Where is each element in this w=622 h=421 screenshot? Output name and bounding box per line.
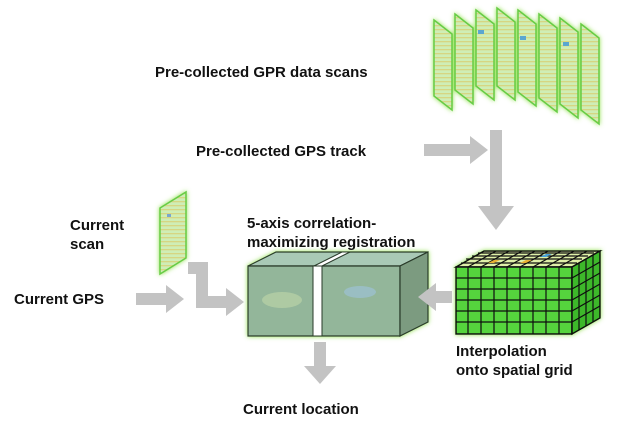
arrow-current-scan [188,262,244,316]
current-scan-label: Current scan [70,216,124,254]
current-gps-label: Current GPS [14,291,105,308]
gpr-scan-stack-icon [433,6,600,126]
interpolation-label: Interpolation onto spatial grid [456,342,573,380]
arrow-grid-to-registration [418,283,452,311]
current-location-label: Current location [243,401,359,418]
arrow-current-location [304,342,336,384]
current-scan-label-line1: Current [70,217,125,234]
registration-block-icon [247,251,429,337]
interpolation-label-line2: onto spatial grid [456,362,573,379]
registration-label-line1: 5-axis correlation- [247,215,377,232]
registration-label-line2: maximizing registration [247,234,416,251]
current-scan-label-line2: scan [70,236,105,253]
current-scan-slab-icon [159,190,187,276]
arrow-scans-to-grid [478,130,514,230]
arrow-gps-track [424,136,488,164]
interpolation-label-line1: Interpolation [456,343,547,360]
arrow-current-gps [136,285,184,313]
gps-track-label: Pre-collected GPS track [196,143,367,160]
gpr-scans-label: Pre-collected GPR data scans [155,64,368,81]
registration-label: 5-axis correlation- maximizing registrat… [247,214,415,252]
spatial-grid-cube-icon [453,249,603,336]
